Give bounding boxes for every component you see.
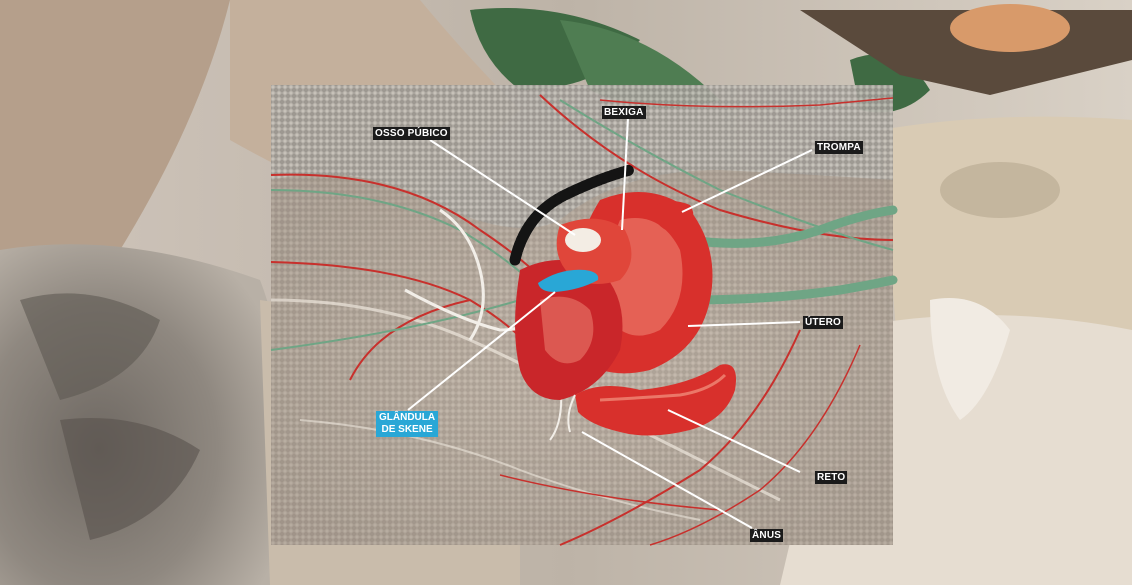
label-glandula-line1: GLÂNDULA (379, 412, 435, 424)
label-trompa: TROMPA (815, 141, 863, 154)
label-bexiga: BEXIGA (602, 106, 646, 119)
label-osso-pubico: OSSO PÚBICO (373, 127, 450, 140)
label-glandula-line2: DE SKENE (379, 424, 435, 436)
label-reto: RETO (815, 471, 847, 484)
label-glandula-de-skene: GLÂNDULA DE SKENE (376, 411, 438, 437)
label-anus: ÂNUS (750, 529, 783, 542)
label-utero: ÚTERO (803, 316, 843, 329)
